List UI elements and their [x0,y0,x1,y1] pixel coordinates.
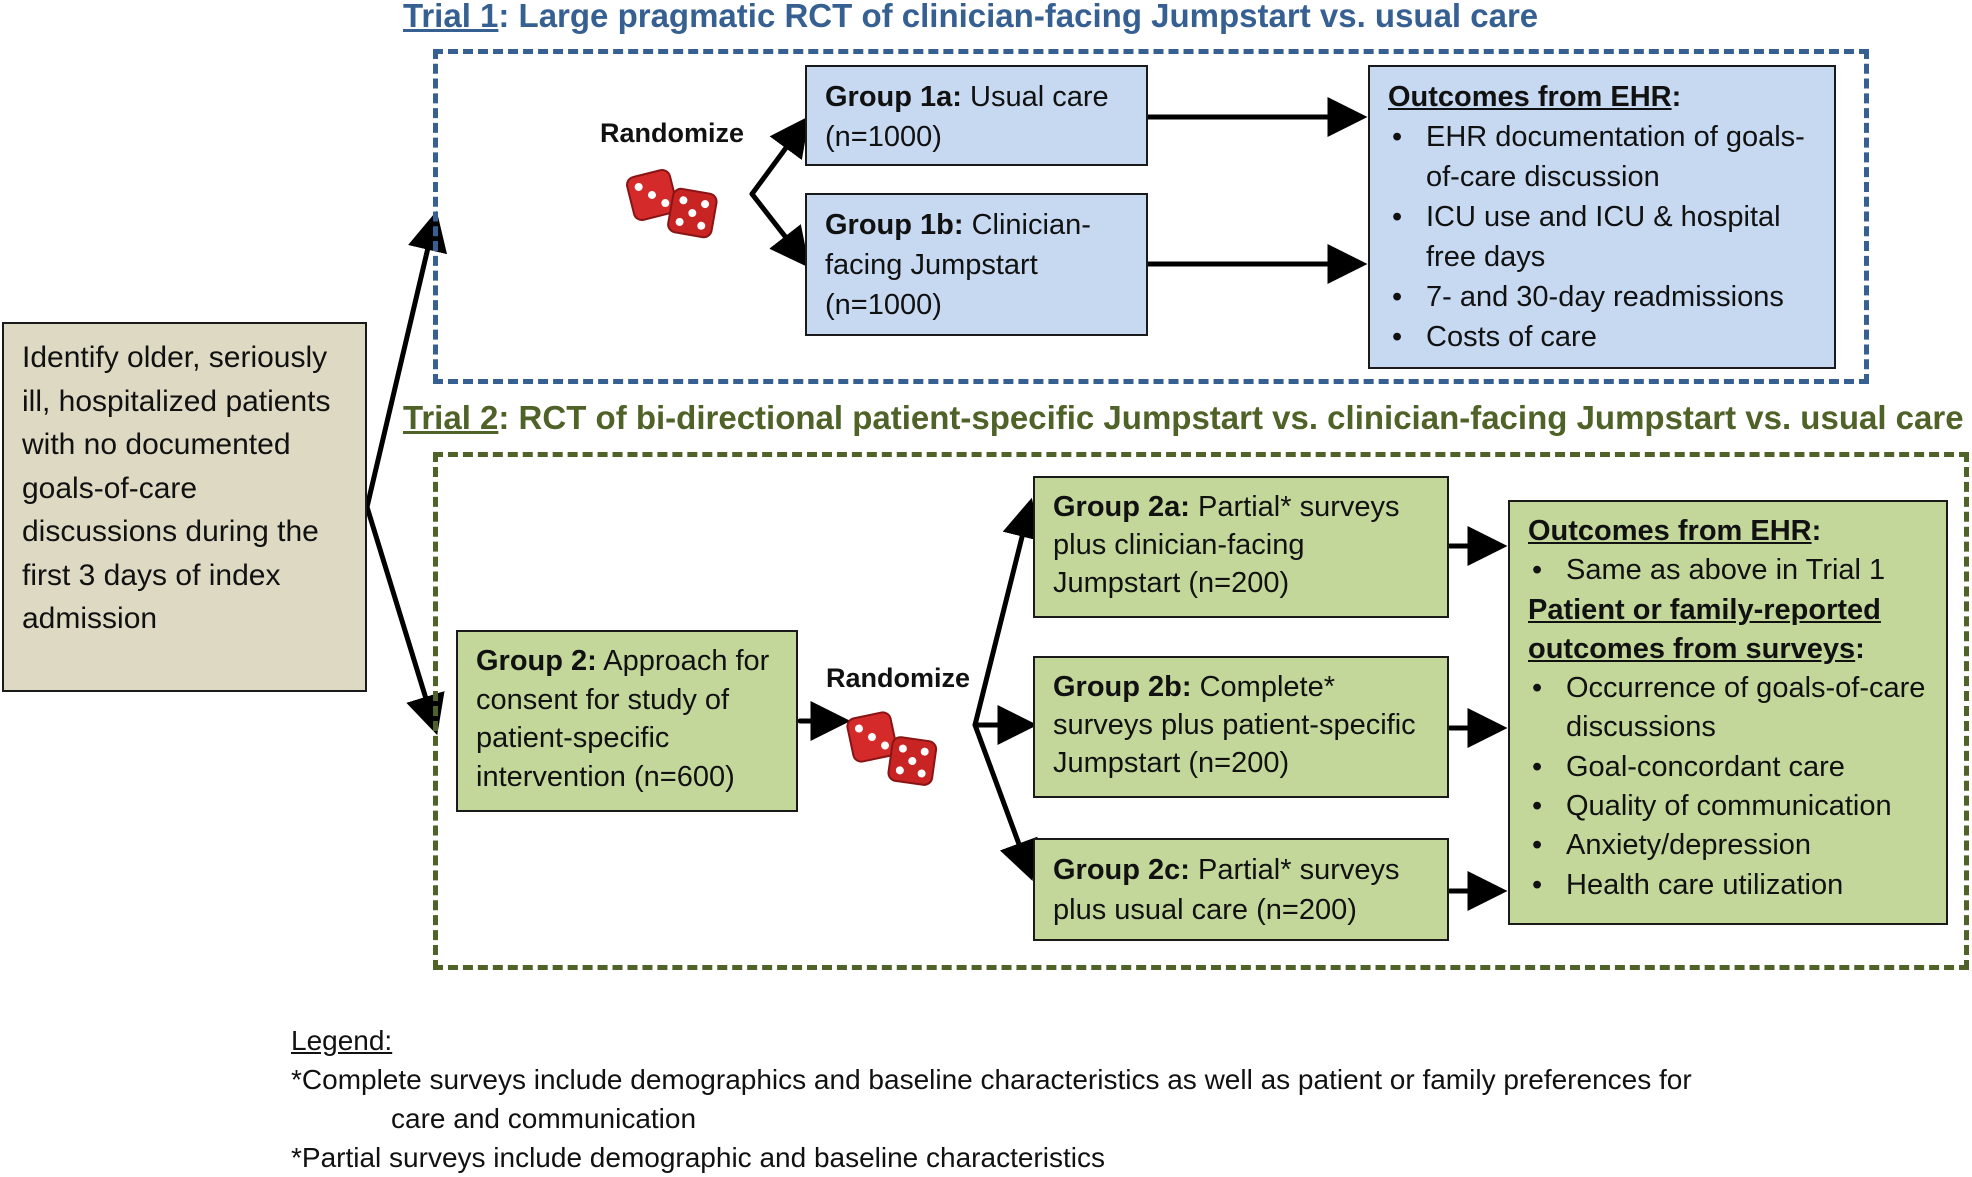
trial2-outcomes-box: Outcomes from EHR: Same as above in Tria… [1508,500,1948,925]
group-1b-box: Group 1b: Clinician-facing Jumpstart (n=… [805,193,1148,336]
legend-complete-surveys-cont: care and communication [391,1103,697,1134]
identify-patients-box: Identify older, seriously ill, hospitali… [2,322,367,692]
arrow-to-group1a [749,115,810,197]
group-1b-label: Group 1b: [825,209,964,241]
trial2-frame [433,452,1969,970]
list-item: Goal-concordant care [1528,748,1928,788]
legend-partial-surveys: *Partial surveys include demographic and… [291,1142,1105,1173]
group-2-text: Approach for consent for study of patien… [476,645,770,793]
group-2a-box: Group 2a: Partial* surveys plus clinicia… [1033,476,1449,618]
trial1-frame [433,49,1869,384]
trial2-title: Trial 2: RCT of bi-directional patient-s… [403,398,1964,438]
group-2c-box: Group 2c: Partial* surveys plus usual ca… [1033,838,1449,941]
trial2-dice-icon [846,711,938,786]
trial1-dice-icon [626,169,718,239]
arrow-to-group2a [972,497,1042,728]
trial1-title: Trial 1: Large pragmatic RCT of clinicia… [403,0,1538,36]
trial2-title-prefix: Trial 2 [403,399,499,436]
legend-title: Legend: [291,1025,393,1056]
arrow-to-trial1 [364,210,448,510]
trial1-outcomes-box: Outcomes from EHR: EHR documentation of … [1368,65,1836,369]
arrow-to-group1b [749,191,810,268]
list-item: EHR documentation of goals-of-care discu… [1388,117,1816,197]
group-2b-text: Complete* surveys plus patient-specific … [1053,671,1416,779]
group-2c-text: Partial* surveys plus usual care (n=200) [1053,854,1400,926]
list-item: Anxiety/depression [1528,826,1928,866]
group-1a-box: Group 1a: Usual care (n=1000) [805,65,1148,166]
list-item: Costs of care [1388,317,1816,357]
group-1a-text: Usual care (n=1000) [825,81,1109,153]
legend: Legend: *Complete surveys include demogr… [291,1021,1692,1177]
group-2a-label: Group 2a: [1053,491,1190,523]
trial1-randomize-label: Randomize [600,118,745,148]
trial1-outcomes-header: Outcomes from EHR: [1388,81,1682,113]
group-2-box: Group 2: Approach for consent for study … [456,630,798,812]
group-2c-label: Group 2c: [1053,854,1190,886]
group-1b-text: Clinician-facing Jumpstart (n=1000) [825,209,1091,321]
trial1-outcomes-list: EHR documentation of goals-of-care discu… [1388,117,1816,357]
trial2-ehr-list: Same as above in Trial 1 [1528,551,1928,591]
trial2-outcomes-ehr-header: Outcomes from EHR: [1528,515,1822,547]
arrow-to-group2c [972,722,1038,882]
trial2-survey-list: Occurrence of goals-of-care discussions … [1528,669,1928,905]
trial2-outcomes-survey-header: Patient or family-reported outcomes from… [1528,593,1881,665]
list-item: Quality of communication [1528,787,1928,827]
group-2-label: Group 2: [476,645,597,677]
list-item: Occurrence of goals-of-care discussions [1528,669,1928,748]
list-item: ICU use and ICU & hospital free days [1388,197,1816,277]
trial1-title-prefix: Trial 1 [403,0,499,34]
list-item: 7- and 30-day readmissions [1388,277,1816,317]
list-item: Health care utilization [1528,866,1928,906]
group-2a-text: Partial* surveys plus clinician-facing J… [1053,491,1400,599]
group-2b-label: Group 2b: [1053,671,1192,703]
trial2-randomize-label: Randomize [826,663,971,693]
group-2b-box: Group 2b: Complete* surveys plus patient… [1033,656,1449,798]
trial2-title-rest: : RCT of bi-directional patient-specific… [498,399,1964,436]
group-1a-label: Group 1a: [825,81,962,113]
list-item: Same as above in Trial 1 [1528,551,1928,591]
arrow-to-trial2 [364,504,445,736]
trial1-title-rest: : Large pragmatic RCT of clinician-facin… [498,0,1539,34]
legend-complete-surveys: *Complete surveys include demographics a… [291,1064,1692,1095]
